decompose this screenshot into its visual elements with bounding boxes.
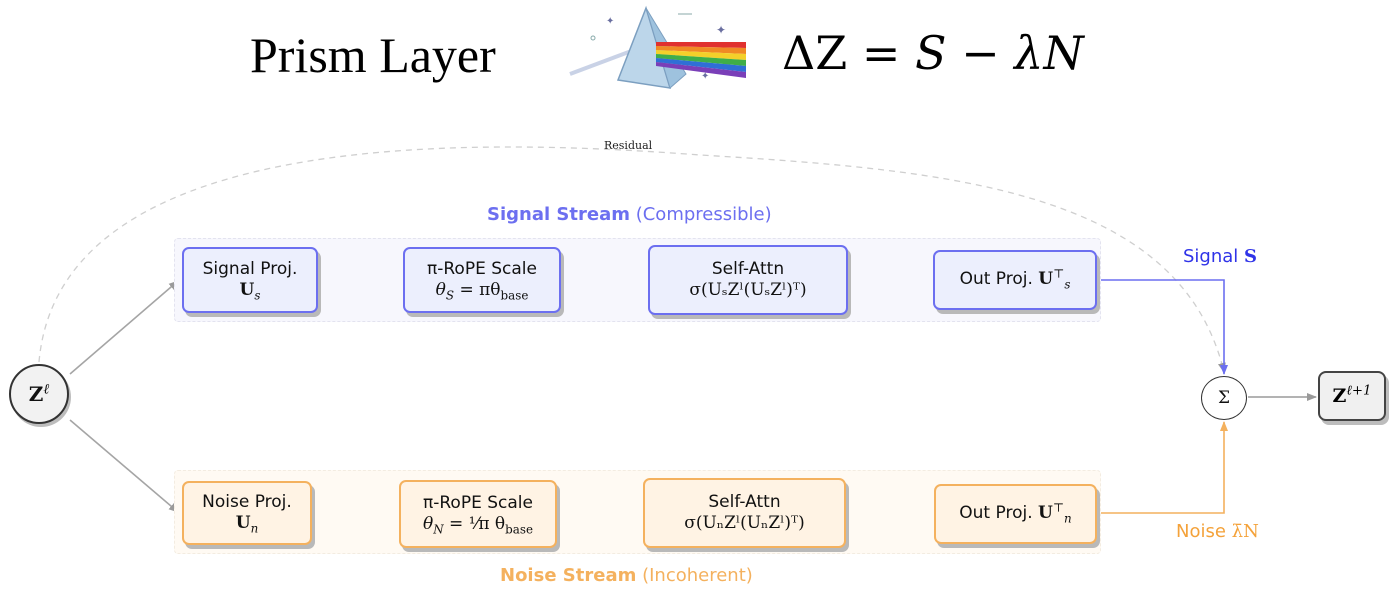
signal-proj-label: Signal Proj. bbox=[202, 258, 298, 279]
equation-signal: S bbox=[914, 26, 947, 80]
signal-attn-formula: σ(UₛZˡ(UₛZˡ)ᵀ) bbox=[689, 280, 807, 300]
page-title: Prism Layer bbox=[250, 27, 496, 83]
residual-connector bbox=[38, 146, 1226, 373]
signal-stream-subtitle: (Compressible) bbox=[635, 204, 772, 225]
arrow-input-to-noise bbox=[69, 419, 179, 513]
equation-lambda: λ bbox=[1014, 26, 1044, 80]
noise-attn-box: Self-Attn σ(UₙZˡ(UₙZˡ)ᵀ) bbox=[643, 478, 846, 548]
noise-stream-subtitle: (Incoherent) bbox=[642, 565, 753, 586]
prism-equation: ΔZ = S − λN bbox=[782, 26, 1084, 80]
output-node: Zℓ+1 bbox=[1318, 371, 1386, 421]
noise-rope-label: π-RoPE Scale bbox=[423, 492, 533, 513]
arrow-input-to-signal bbox=[69, 280, 179, 375]
noise-out-box: Out Proj. U⊤n bbox=[934, 484, 1097, 544]
signal-proj-math: Us bbox=[239, 280, 261, 303]
noise-out-label: Out Proj. U⊤n bbox=[959, 500, 1072, 526]
signal-out-box: Out Proj. U⊤s bbox=[933, 250, 1097, 310]
noise-proj-box: Noise Proj. Un bbox=[182, 481, 312, 545]
signal-stream-label: Signal Stream (Compressible) bbox=[487, 204, 772, 225]
noise-rope-math: θN = ¹⁄π θbase bbox=[422, 514, 534, 537]
signal-proj-box: Signal Proj. Us bbox=[182, 247, 318, 313]
noise-attn-formula: σ(UₙZˡ(UₙZˡ)ᵀ) bbox=[684, 513, 805, 533]
sum-node: Σ bbox=[1201, 376, 1247, 420]
prism-light-beam bbox=[569, 48, 635, 76]
svg-text:✦: ✦ bbox=[606, 16, 614, 27]
prism-rainbow bbox=[656, 42, 746, 78]
input-node: Zℓ bbox=[9, 364, 69, 424]
signal-stream-title: Signal Stream bbox=[487, 204, 630, 225]
noise-proj-math: Un bbox=[235, 513, 259, 536]
signal-rope-math: θS = πθbase bbox=[435, 280, 529, 303]
signal-rope-box: π-RoPE Scale θS = πθbase bbox=[403, 247, 561, 313]
noise-output-label: Noise λ̄N bbox=[1176, 521, 1259, 542]
noise-stream-label: Noise Stream (Incoherent) bbox=[500, 565, 753, 586]
noise-rope-box: π-RoPE Scale θN = ¹⁄π θbase bbox=[399, 480, 557, 548]
sigma-icon: Σ bbox=[1217, 388, 1231, 408]
equation-lhs: ΔZ bbox=[782, 26, 848, 80]
arrow-signal-to-sum bbox=[1097, 279, 1228, 375]
noise-proj-label: Noise Proj. bbox=[202, 491, 292, 512]
signal-rope-label: π-RoPE Scale bbox=[427, 258, 537, 279]
prism-rainbow-icon: ✦ ✦ ✦ bbox=[569, 5, 746, 89]
equation-noise: N bbox=[1043, 26, 1084, 80]
svg-text:✦: ✦ bbox=[716, 23, 726, 37]
signal-attn-box: Self-Attn σ(UₛZˡ(UₛZˡ)ᵀ) bbox=[648, 245, 848, 315]
residual-label: Residual bbox=[604, 139, 653, 152]
equation-minus: − bbox=[961, 26, 1000, 80]
noise-stream-title: Noise Stream bbox=[500, 565, 637, 586]
equation-equals: = bbox=[861, 26, 901, 80]
svg-text:✦: ✦ bbox=[701, 71, 709, 82]
signal-out-label: Out Proj. U⊤s bbox=[959, 266, 1071, 292]
signal-attn-label: Self-Attn bbox=[711, 258, 785, 279]
arrow-noise-to-sum bbox=[1097, 421, 1228, 514]
signal-output-label: Signal S bbox=[1183, 246, 1258, 267]
noise-attn-label: Self-Attn bbox=[708, 491, 781, 512]
